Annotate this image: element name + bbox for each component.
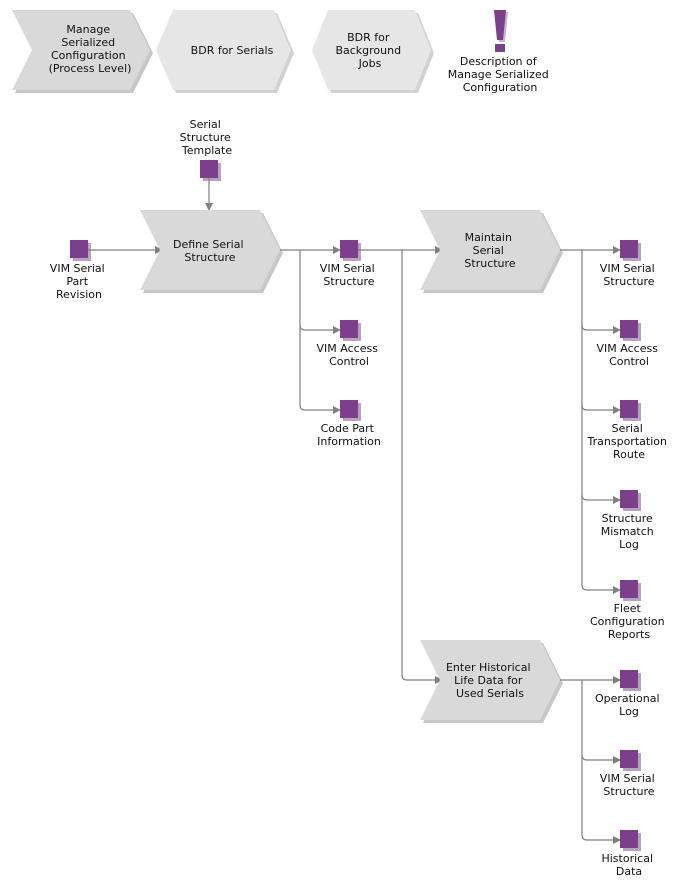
maintain-process-line: Maintain [465, 231, 512, 244]
description-line: Configuration [463, 81, 538, 94]
bdr-background-line: Jobs [358, 57, 382, 70]
define-process-chevron[interactable]: Define Serial Structure [140, 210, 283, 293]
maintain-output-line: VIM Access [597, 342, 659, 355]
maintain-output-line: Mismatch [601, 525, 654, 538]
process-level-chevron[interactable]: Manage Serialized Configuration (Process… [12, 10, 153, 93]
maintain-output-structure-mismatch-log[interactable] [620, 490, 641, 511]
historical-output-line: VIM Serial [600, 772, 655, 785]
maintain-output-line: Serial [612, 422, 643, 435]
define-output-vim-access-control[interactable] [340, 320, 361, 341]
template-line: Structure [180, 131, 231, 144]
define-output-line: VIM Access [317, 342, 379, 355]
maintain-process-line: Structure [464, 257, 515, 270]
historical-output-label: Historical Data [601, 852, 656, 878]
template-line: Serial [190, 118, 221, 131]
process-level-line: Configuration [51, 49, 126, 62]
maintain-output-line: Transportation [587, 435, 667, 448]
maintain-process-chevron[interactable]: Maintain Serial Structure [420, 210, 563, 293]
maintain-process-line: Serial [473, 244, 504, 257]
maintain-output-line: Fleet [614, 602, 642, 615]
historical-output-line: Log [619, 705, 639, 718]
template-object[interactable] [200, 160, 221, 181]
define-process-line: Structure [184, 251, 235, 264]
bdr-serials-hexagon[interactable]: BDR for Serials [156, 10, 294, 93]
define-output-label: VIM Serial Structure [320, 262, 378, 288]
process-level-line: (Process Level) [49, 62, 132, 75]
define-output-line: Structure [323, 275, 374, 288]
maintain-process-label: Maintain Serial Structure [464, 231, 515, 270]
part-revision-label: VIM Serial Part Revision [50, 262, 108, 301]
maintain-output-serial-transportation-route[interactable] [620, 400, 641, 421]
bdr-background-hexagon[interactable]: BDR for Background Jobs [312, 10, 434, 93]
historical-process-chevron[interactable]: Enter Historical Life Data for Used Seri… [420, 640, 563, 723]
to-historical-connector [401, 250, 443, 684]
define-output-line: Control [329, 355, 369, 368]
maintain-output-line: Route [613, 448, 645, 461]
process-level-label: Manage Serialized Configuration (Process… [49, 23, 132, 75]
template-label: Serial Structure Template [180, 118, 235, 157]
maintain-output-line: Reports [608, 628, 650, 641]
historical-output-vim-serial-structure[interactable] [620, 750, 641, 771]
historical-process-line: Life Data for [454, 674, 523, 687]
description-label: Description of Manage Serialized Configu… [448, 55, 552, 94]
define-output-line: Information [317, 435, 381, 448]
historical-process-line: Enter Historical [446, 661, 531, 674]
historical-output-connector [581, 755, 621, 844]
define-output-label: Code Part Information [317, 422, 381, 448]
define-output-code-part-information[interactable] [340, 400, 361, 421]
process-level-line: Manage [66, 23, 110, 36]
maintain-output-line: Control [609, 355, 649, 368]
define-output-vim-serial-structure[interactable] [340, 240, 361, 261]
define-process-label: Define Serial Structure [173, 238, 247, 264]
maintain-output-line: Configuration [590, 615, 665, 628]
maintain-output-label: Fleet Configuration Reports [590, 602, 668, 641]
description-line: Manage Serialized [448, 68, 549, 81]
historical-output-historical-data[interactable] [620, 830, 641, 851]
define-process-line: Define Serial [173, 238, 244, 251]
define-output-line: Code Part [321, 422, 375, 435]
define-output-connector [299, 325, 341, 414]
part-revision-object[interactable] [70, 240, 91, 261]
part-revision-line: VIM Serial [50, 262, 105, 275]
process-level-line: Serialized [61, 36, 115, 49]
historical-process-line: Used Serials [456, 687, 524, 700]
define-output-label: VIM Access Control [317, 342, 382, 368]
maintain-output-line: Structure [603, 275, 654, 288]
part-revision-line: Revision [56, 288, 102, 301]
description-exclamation-icon[interactable] [494, 10, 508, 52]
maintain-output-vim-access-control[interactable] [620, 320, 641, 341]
historical-output-line: Structure [603, 785, 654, 798]
historical-output-line: Data [616, 865, 642, 878]
maintain-output-line: VIM Serial [600, 262, 655, 275]
template-line: Template [181, 144, 232, 157]
bdr-serials-label: BDR for Serials [191, 44, 274, 57]
maintain-output-label: VIM Serial Structure [600, 262, 658, 288]
maintain-output-vim-serial-structure[interactable] [620, 240, 641, 261]
historical-output-line: Operational [595, 692, 660, 705]
bdr-background-label: BDR for Background Jobs [335, 31, 404, 70]
define-output-line: VIM Serial [320, 262, 375, 275]
historical-output-label: VIM Serial Structure [600, 772, 658, 798]
part-revision-line: Part [66, 275, 88, 288]
bdr-background-line: Background [335, 44, 401, 57]
historical-process-label: Enter Historical Life Data for Used Seri… [446, 661, 534, 700]
maintain-output-line: Structure [602, 512, 653, 525]
maintain-output-label: Serial Transportation Route [587, 422, 671, 461]
historical-output-line: Historical [601, 852, 653, 865]
maintain-output-connector [581, 495, 621, 594]
description-line: Description of [460, 55, 538, 68]
historical-output-label: Operational Log [595, 692, 663, 718]
bdr-background-line: BDR for [347, 31, 390, 44]
historical-output-operational-log[interactable] [620, 670, 641, 691]
maintain-output-label: Structure Mismatch Log [601, 512, 658, 551]
maintain-output-fleet-configuration-reports[interactable] [620, 580, 641, 601]
maintain-output-label: VIM Access Control [597, 342, 662, 368]
maintain-output-line: Log [619, 538, 639, 551]
